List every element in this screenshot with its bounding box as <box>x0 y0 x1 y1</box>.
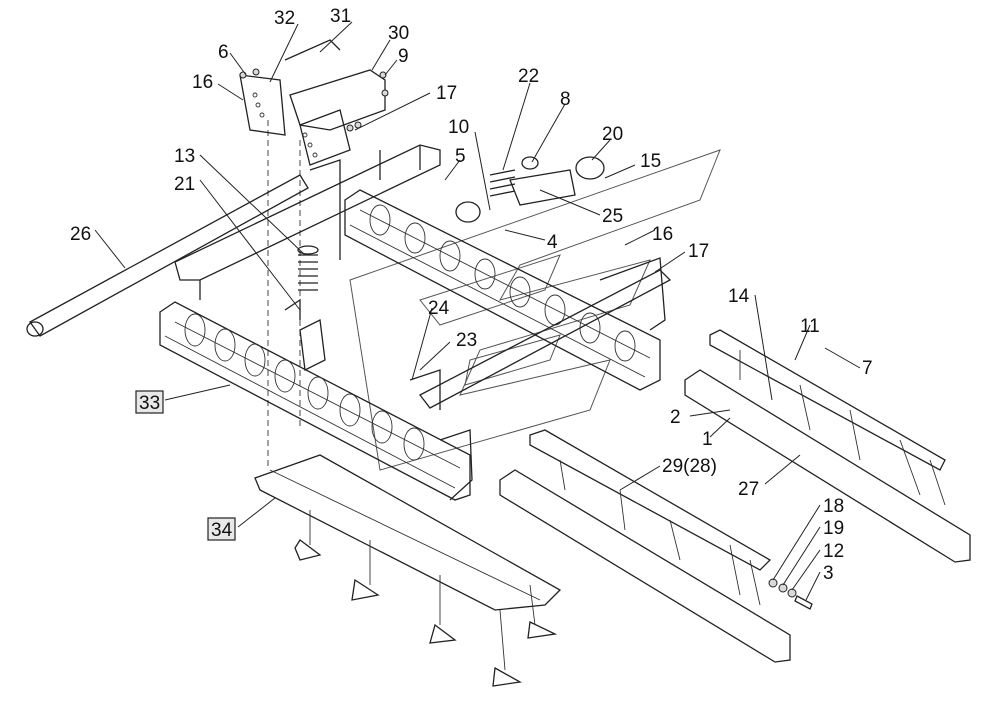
axle-tube <box>26 174 309 337</box>
label-13: 13 <box>174 146 195 167</box>
label-26: 26 <box>70 224 91 245</box>
label-9: 9 <box>398 46 409 67</box>
label-17-right: 17 <box>688 241 709 262</box>
front-roller <box>344 189 661 391</box>
label-30: 30 <box>388 23 409 44</box>
upper-brackets <box>239 39 389 166</box>
spring-assemblies <box>284 156 605 371</box>
label-18: 18 <box>823 496 844 517</box>
label-25: 25 <box>602 206 623 227</box>
label-8: 8 <box>560 89 571 110</box>
label-24: 24 <box>428 298 450 319</box>
label-16-right: 16 <box>652 224 673 245</box>
label-6: 6 <box>218 42 229 63</box>
leader-lines <box>94 21 861 601</box>
label-19: 19 <box>823 518 844 539</box>
label-34: 34 <box>211 520 233 541</box>
label-31: 31 <box>330 6 351 27</box>
label-12: 12 <box>823 541 844 562</box>
fasteners-18-19-12-3 <box>768 578 813 610</box>
main-frame <box>174 144 441 300</box>
label-17-top: 17 <box>436 83 457 104</box>
label-1: 1 <box>702 429 713 450</box>
label-29-28: 29(28) <box>662 456 717 477</box>
label-22: 22 <box>518 66 539 87</box>
label-16-top: 16 <box>192 72 213 93</box>
label-34-box <box>207 517 236 541</box>
watermark-logo <box>349 149 721 471</box>
label-14: 14 <box>728 286 750 307</box>
tine-bar-29 <box>499 429 791 663</box>
label-21: 21 <box>174 174 195 195</box>
tine-bar-27 <box>684 329 971 563</box>
callout-labels: 32 31 30 6 9 16 17 22 8 10 20 5 13 15 21… <box>70 6 873 584</box>
label-27: 27 <box>738 479 759 500</box>
label-7: 7 <box>862 358 873 379</box>
label-33-box <box>135 390 164 414</box>
side-arm <box>409 257 672 410</box>
lower-tine-frame <box>254 454 562 687</box>
label-23: 23 <box>456 330 477 351</box>
label-2: 2 <box>670 407 681 428</box>
label-32: 32 <box>274 8 295 29</box>
rear-roller <box>159 301 473 501</box>
label-11: 11 <box>800 316 820 337</box>
label-4: 4 <box>547 232 558 253</box>
label-10: 10 <box>448 117 469 138</box>
label-20: 20 <box>602 124 623 145</box>
label-3: 3 <box>823 563 834 584</box>
label-15: 15 <box>640 151 661 172</box>
label-33: 33 <box>139 393 160 414</box>
label-5: 5 <box>455 146 466 167</box>
